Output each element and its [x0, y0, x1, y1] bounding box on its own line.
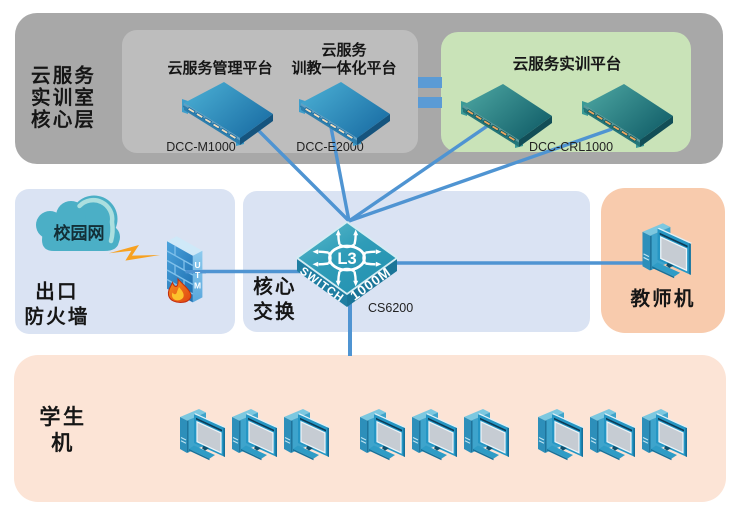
svg-text:T: T — [195, 270, 201, 280]
svg-text:校园网: 校园网 — [54, 223, 105, 243]
svg-text:U: U — [195, 260, 201, 270]
svg-text:L3: L3 — [337, 250, 356, 268]
svg-text:M: M — [194, 281, 201, 291]
